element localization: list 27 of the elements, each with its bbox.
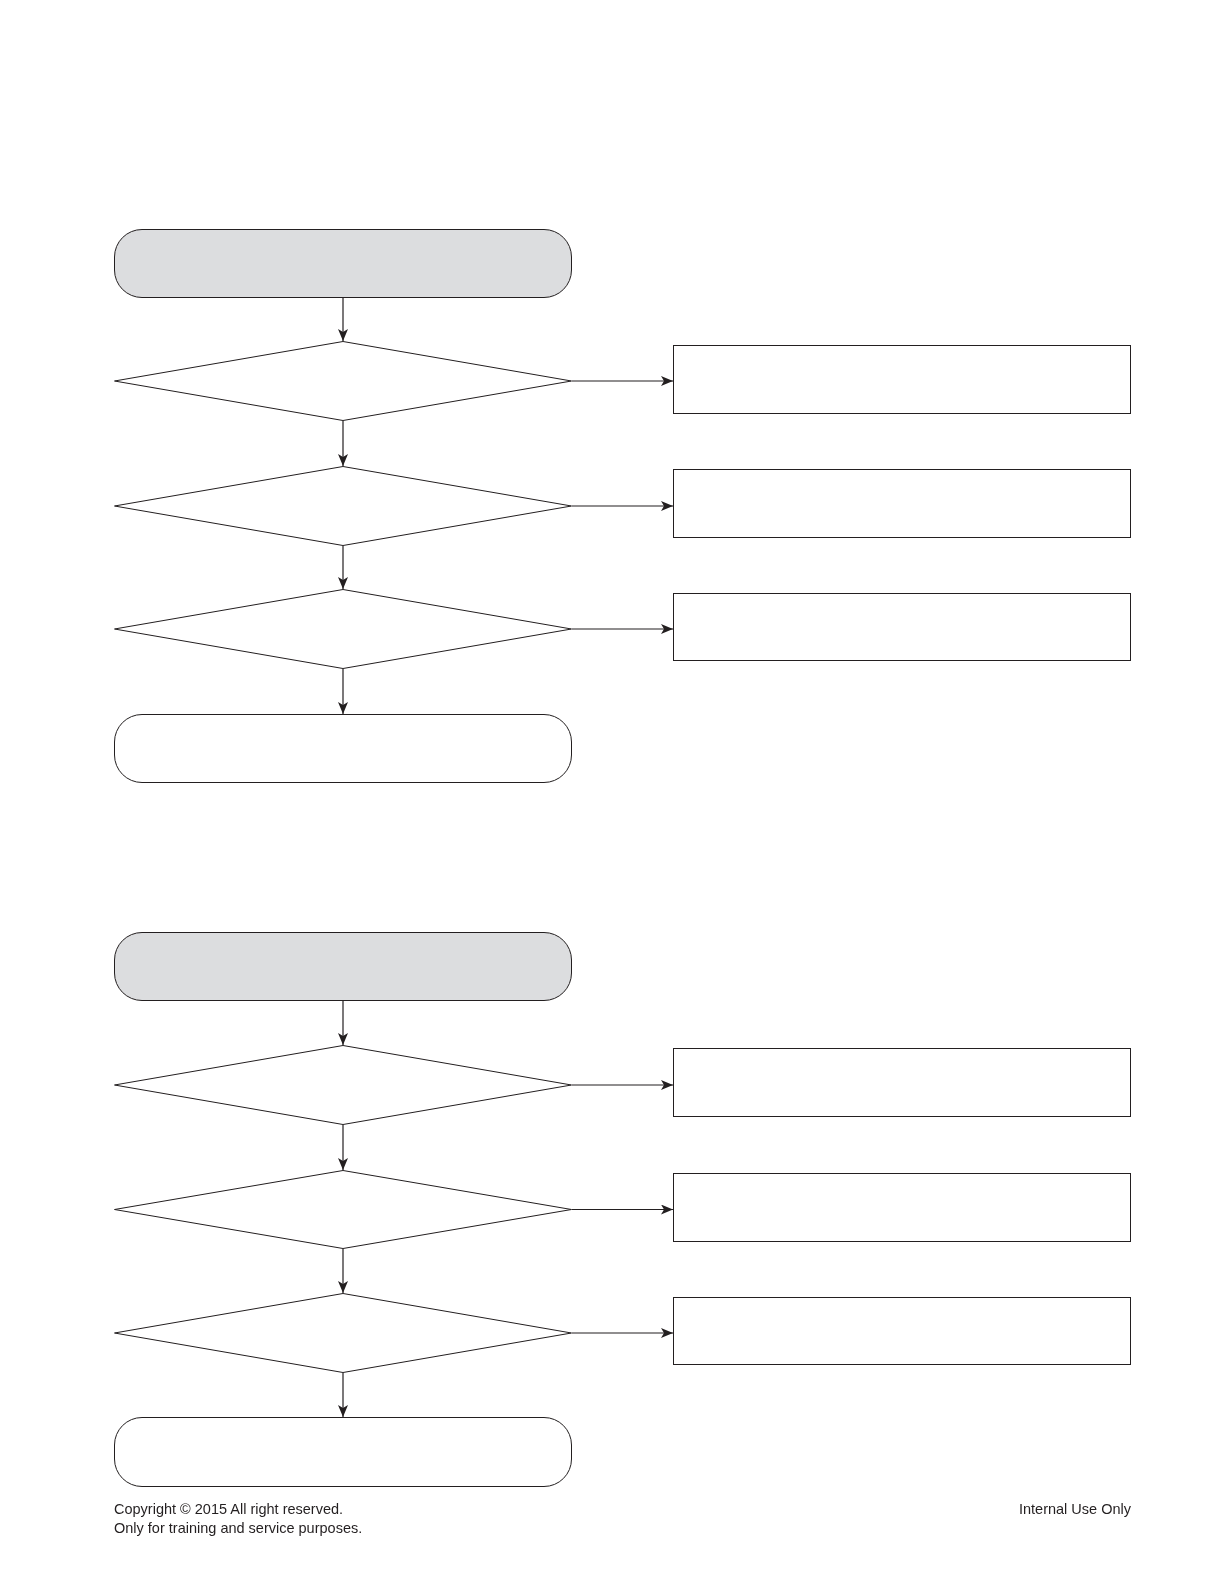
arrow	[338, 420, 348, 467]
process-box	[673, 1048, 1131, 1117]
terminal-shape	[114, 714, 572, 783]
arrow	[338, 297, 348, 342]
usage-note: Only for training and service purposes.	[114, 1519, 363, 1537]
arrow	[338, 1000, 348, 1046]
terminal-shape	[114, 1417, 572, 1487]
arrow	[338, 1248, 348, 1294]
arrow	[338, 1124, 348, 1171]
internal-use-note: Internal Use Only	[1018, 1500, 1131, 1518]
arrow	[338, 545, 348, 590]
arrow	[571, 376, 674, 386]
process-box	[673, 1173, 1131, 1242]
arrow	[571, 1204, 674, 1215]
arrow	[571, 1080, 674, 1090]
arrow	[338, 1372, 348, 1418]
arrow	[571, 501, 674, 511]
copyright-notice: Copyright © 2015 All right reserved.	[114, 1500, 344, 1518]
terminal-shape	[114, 229, 572, 298]
terminal-shape	[114, 932, 572, 1001]
process-box	[673, 593, 1131, 661]
process-box	[673, 469, 1131, 538]
arrow	[571, 1328, 674, 1338]
arrow	[338, 668, 348, 715]
process-box	[673, 1297, 1131, 1365]
arrow	[571, 624, 674, 634]
process-box	[673, 345, 1131, 414]
